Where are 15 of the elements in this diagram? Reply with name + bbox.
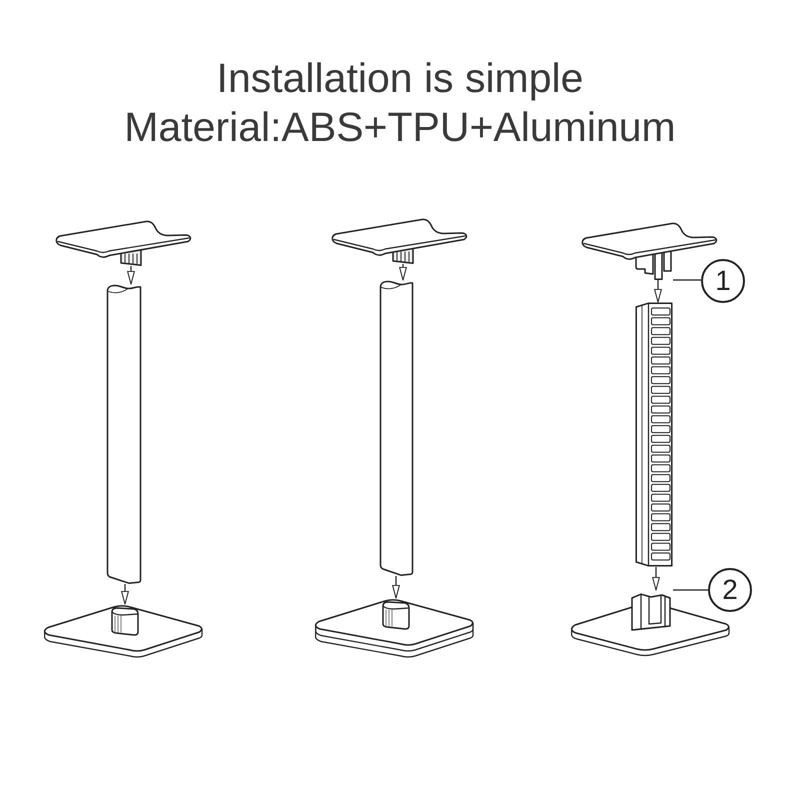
leader-line — [673, 589, 708, 591]
material-note: Material:ABS+TPU+Aluminum — [124, 103, 676, 151]
arrow — [127, 266, 135, 284]
arrow — [652, 567, 660, 590]
pole-drawing — [106, 284, 142, 584]
callout-number: 2 — [708, 568, 752, 612]
arrow — [121, 584, 129, 604]
title: Installation is simple — [216, 54, 584, 102]
arrow — [654, 280, 662, 302]
pole-drawing — [379, 280, 414, 576]
callout-number: 1 — [701, 259, 745, 303]
arrow — [399, 264, 407, 280]
arrow — [392, 576, 400, 598]
leader-line — [673, 279, 701, 281]
pole-drawing — [635, 302, 673, 567]
